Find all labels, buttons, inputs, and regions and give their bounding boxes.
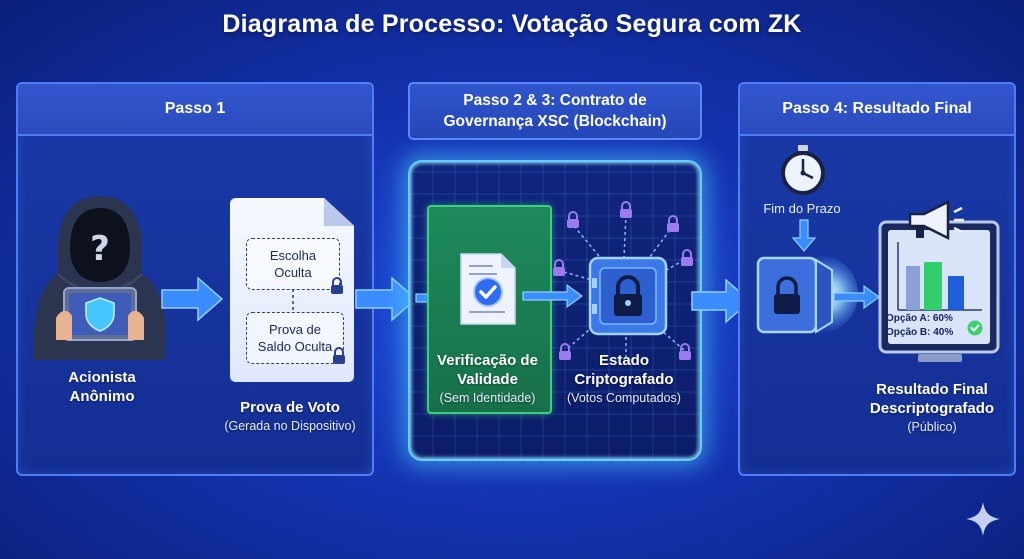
panel-step-2-3-heading: Passo 2 & 3: Contrato de Governança XSC … bbox=[408, 82, 702, 140]
encrypted-state-line2: Criptografado bbox=[574, 371, 674, 388]
encrypted-state-line1: Estado bbox=[598, 352, 649, 369]
shield-icon bbox=[85, 297, 115, 332]
open-safe-icon bbox=[756, 254, 858, 334]
proof-label: Prova de Voto (Gerada no Dispositivo) bbox=[210, 398, 370, 436]
lock-icon bbox=[331, 277, 343, 294]
final-result-label: Resultado Final Descriptografado (Públic… bbox=[862, 380, 1002, 437]
hidden-balance-line2: Saldo Oculta bbox=[257, 339, 333, 354]
arrow-down-icon bbox=[791, 219, 817, 252]
question-mark-icon: ? bbox=[90, 229, 110, 269]
arrow-right-icon bbox=[833, 284, 881, 310]
result-values: Opção A: 60% Opção B: 40% bbox=[886, 312, 990, 346]
arrow-right-icon bbox=[161, 276, 224, 322]
page-title: Diagrama de Processo: Votação Segura com… bbox=[222, 10, 802, 38]
hidden-choice-line1: Escolha bbox=[269, 248, 317, 263]
final-result-line1: Resultado Final bbox=[876, 381, 988, 398]
verification-line1: Verificação de bbox=[437, 352, 538, 369]
actor-label: Acionista Anônimo bbox=[40, 368, 164, 406]
result-option-b: Opção B: 40% bbox=[886, 327, 954, 338]
arrow-right-icon bbox=[355, 276, 418, 322]
result-monitor bbox=[878, 220, 1000, 362]
bar-chart-icon bbox=[906, 262, 964, 310]
panel-step-2-3-heading-line1: Passo 2 & 3: Contrato de bbox=[463, 92, 647, 109]
lock-icon bbox=[333, 347, 345, 364]
verification-sub: (Sem Identidade) bbox=[439, 391, 536, 405]
proof-label-title: Prova de Voto bbox=[240, 399, 340, 416]
lock-icon bbox=[616, 275, 640, 294]
document-icon bbox=[460, 253, 516, 325]
final-result-line2: Descriptografado bbox=[869, 400, 995, 417]
sparkle-icon bbox=[966, 502, 1000, 536]
verification-label: Verificação de Validade (Sem Identidade) bbox=[427, 351, 548, 408]
megaphone-icon bbox=[908, 199, 964, 241]
stopwatch-icon bbox=[781, 145, 825, 195]
lock-network bbox=[553, 201, 693, 360]
hooded-person-icon: ? bbox=[34, 196, 166, 360]
hidden-balance-proof-box: Prova de Saldo Oculta bbox=[246, 312, 344, 364]
actor-label-line2: Anônimo bbox=[69, 388, 135, 405]
panel-step-2-3-heading-line2: Governança XSC (Blockchain) bbox=[443, 113, 667, 130]
panel-step-4-heading: Passo 4: Resultado Final bbox=[740, 84, 1014, 136]
encrypted-state-label: Estado Criptografado (Votos Computados) bbox=[555, 351, 693, 408]
encrypted-state-sub: (Votos Computados) bbox=[567, 391, 681, 405]
dashed-connector bbox=[292, 289, 294, 313]
hidden-choice-line2: Oculta bbox=[274, 265, 312, 280]
actor-label-line1: Acionista bbox=[68, 369, 136, 386]
deadline-label: Fim do Prazo bbox=[763, 201, 841, 216]
document-corner bbox=[324, 198, 354, 226]
proof-label-sub: (Gerada no Dispositivo) bbox=[224, 419, 356, 433]
hidden-balance-line1: Prova de bbox=[268, 322, 322, 337]
panel-step-1-heading: Passo 1 bbox=[18, 84, 372, 136]
checkmark-icon bbox=[473, 277, 503, 307]
verification-line2: Validade bbox=[457, 371, 518, 388]
lock-icon bbox=[776, 276, 798, 294]
final-result-sub: (Público) bbox=[907, 420, 957, 434]
arrow-right-icon bbox=[522, 283, 584, 309]
checkmark-icon bbox=[967, 320, 983, 336]
result-option-a: Opção A: 60% bbox=[886, 313, 953, 324]
safe-icon bbox=[588, 256, 668, 336]
